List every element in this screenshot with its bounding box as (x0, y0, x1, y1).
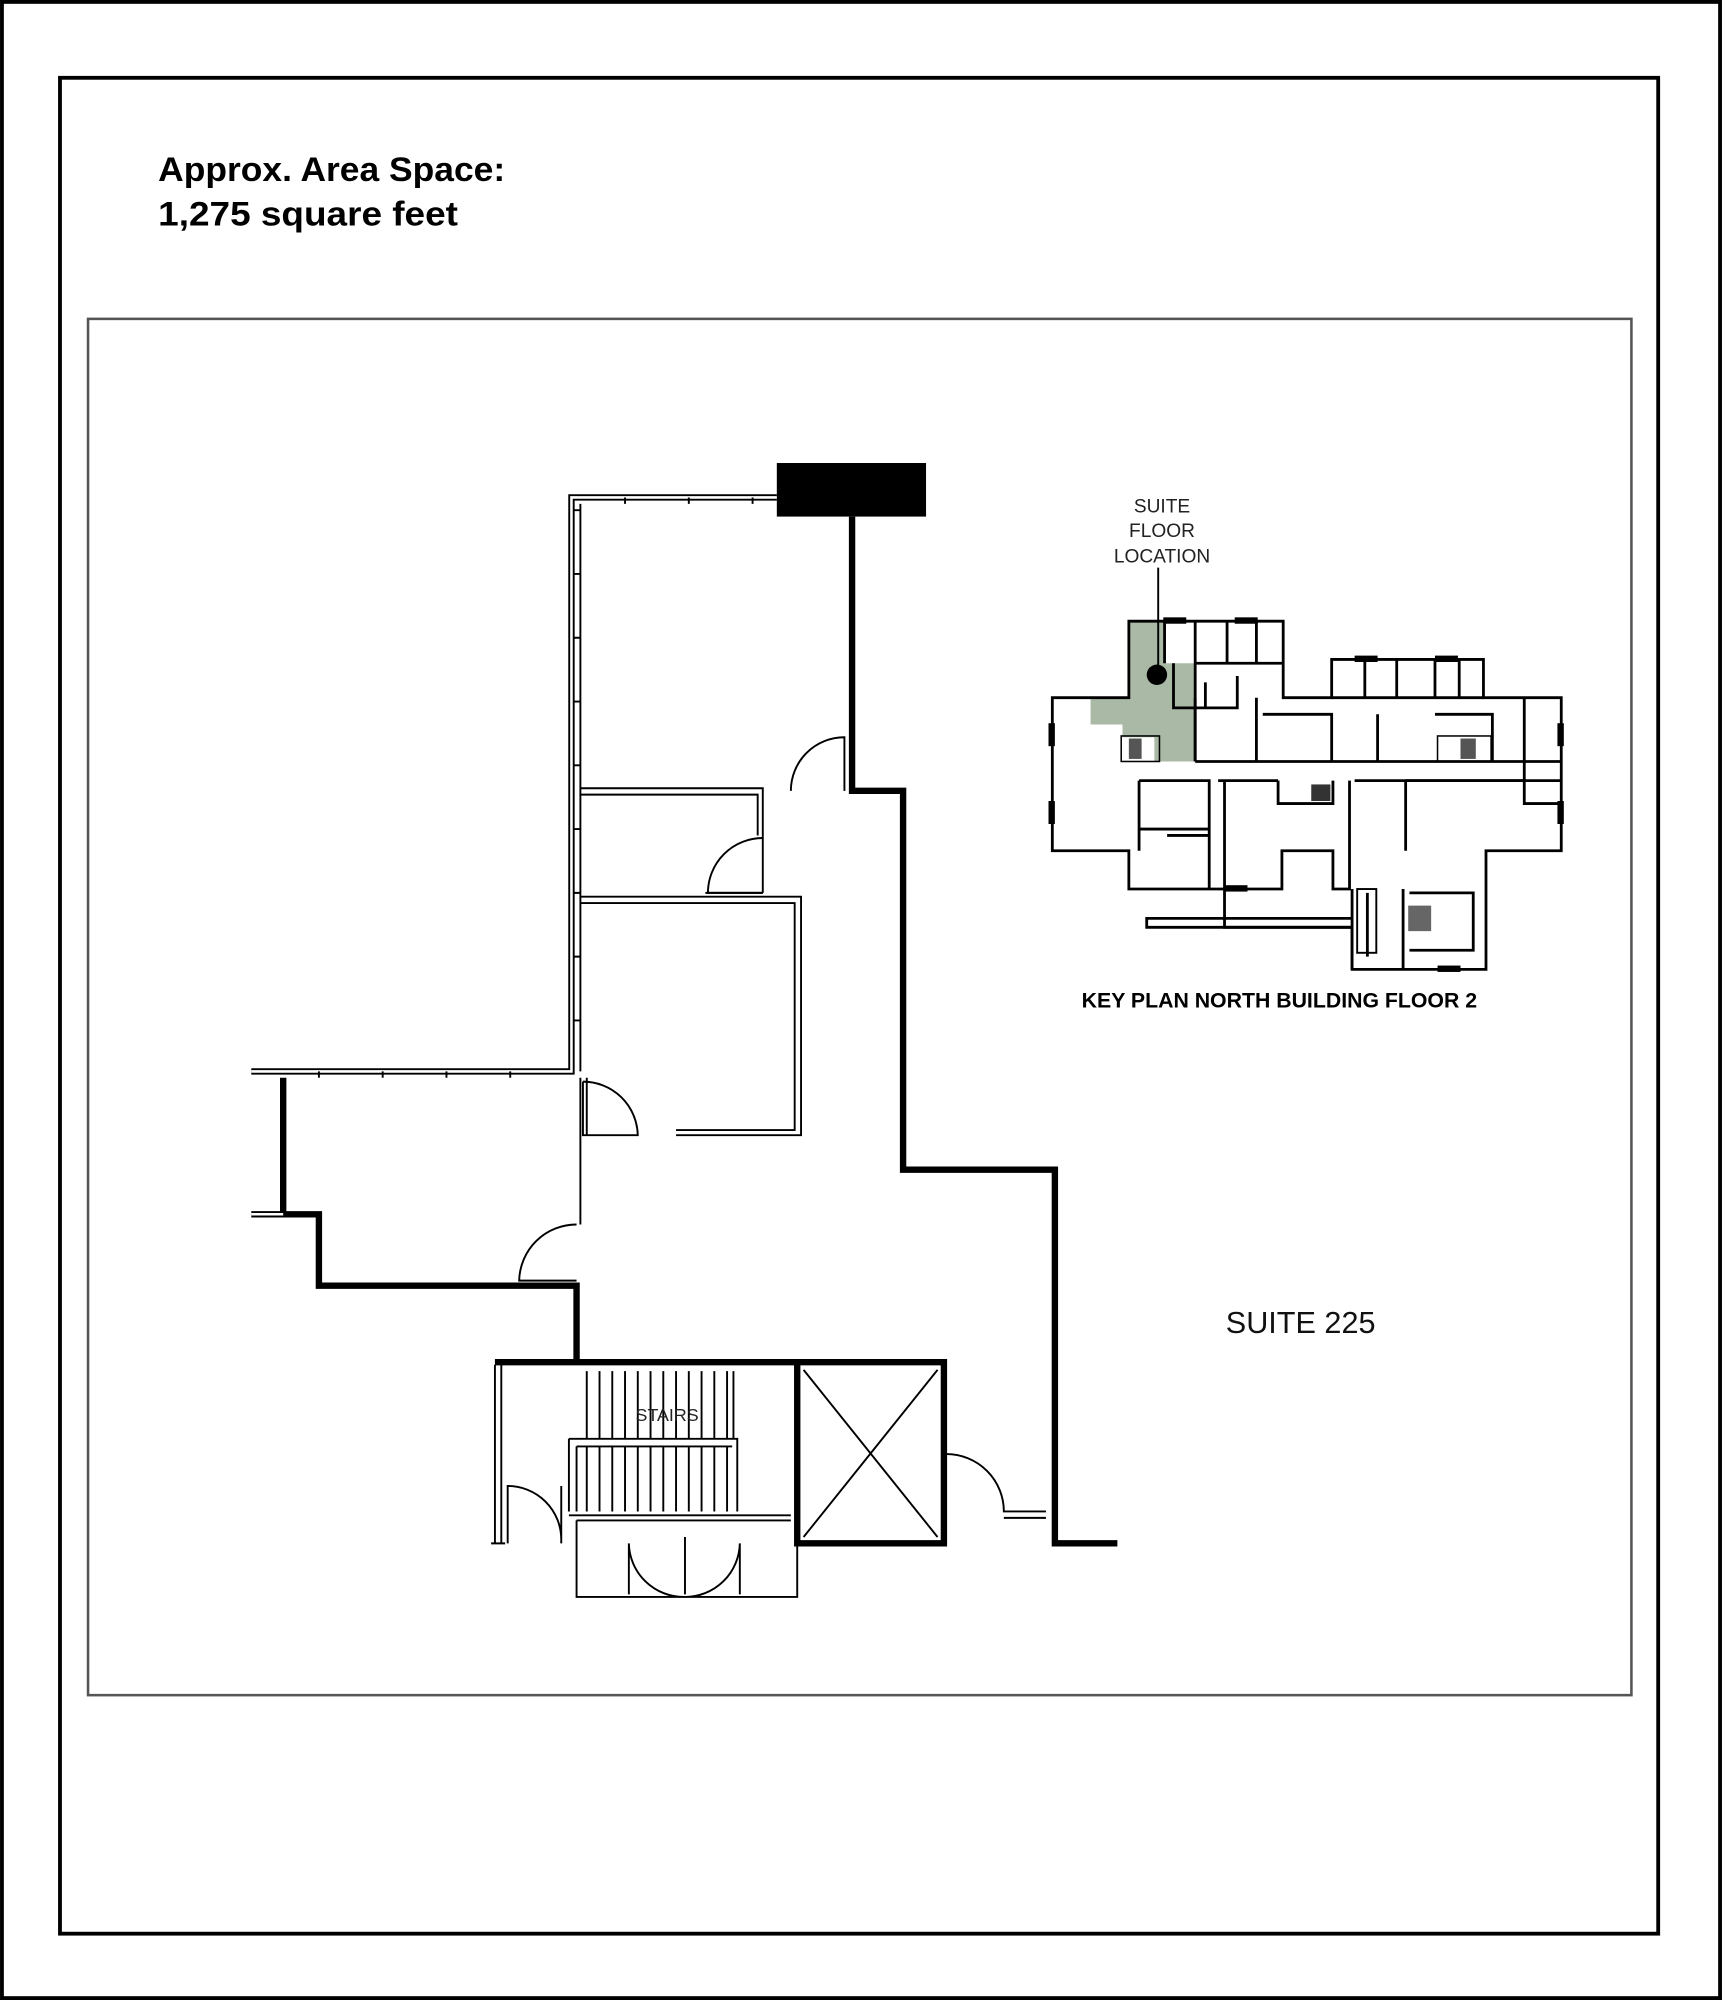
structural-column (776, 463, 927, 517)
sheet-border (58, 75, 1661, 1936)
area-label: Approx. Area Space: (158, 151, 505, 189)
elevator-x (802, 1369, 939, 1538)
key-plan-title: KEY PLAN NORTH BUILDING FLOOR 2 (1082, 988, 1477, 1013)
location-label-line2: FLOOR (1129, 521, 1195, 542)
suite-highlight-area (1090, 621, 1196, 762)
area-value: 1,275 square feet (158, 196, 458, 234)
location-label-line3: LOCATION (1114, 547, 1210, 568)
stairs-label: STAIRS (636, 1405, 699, 1425)
suite-number-label: SUITE 225 (1226, 1306, 1376, 1340)
key-plan: SUITE FLOOR LOCATION KEY PLAN NORTH BUIL… (1048, 497, 1564, 1013)
suite-floor-plan: STAIRS (251, 463, 1118, 1598)
location-label-line1: SUITE (1134, 497, 1190, 518)
location-marker (1146, 664, 1168, 685)
drawing-frame (86, 317, 1633, 1697)
